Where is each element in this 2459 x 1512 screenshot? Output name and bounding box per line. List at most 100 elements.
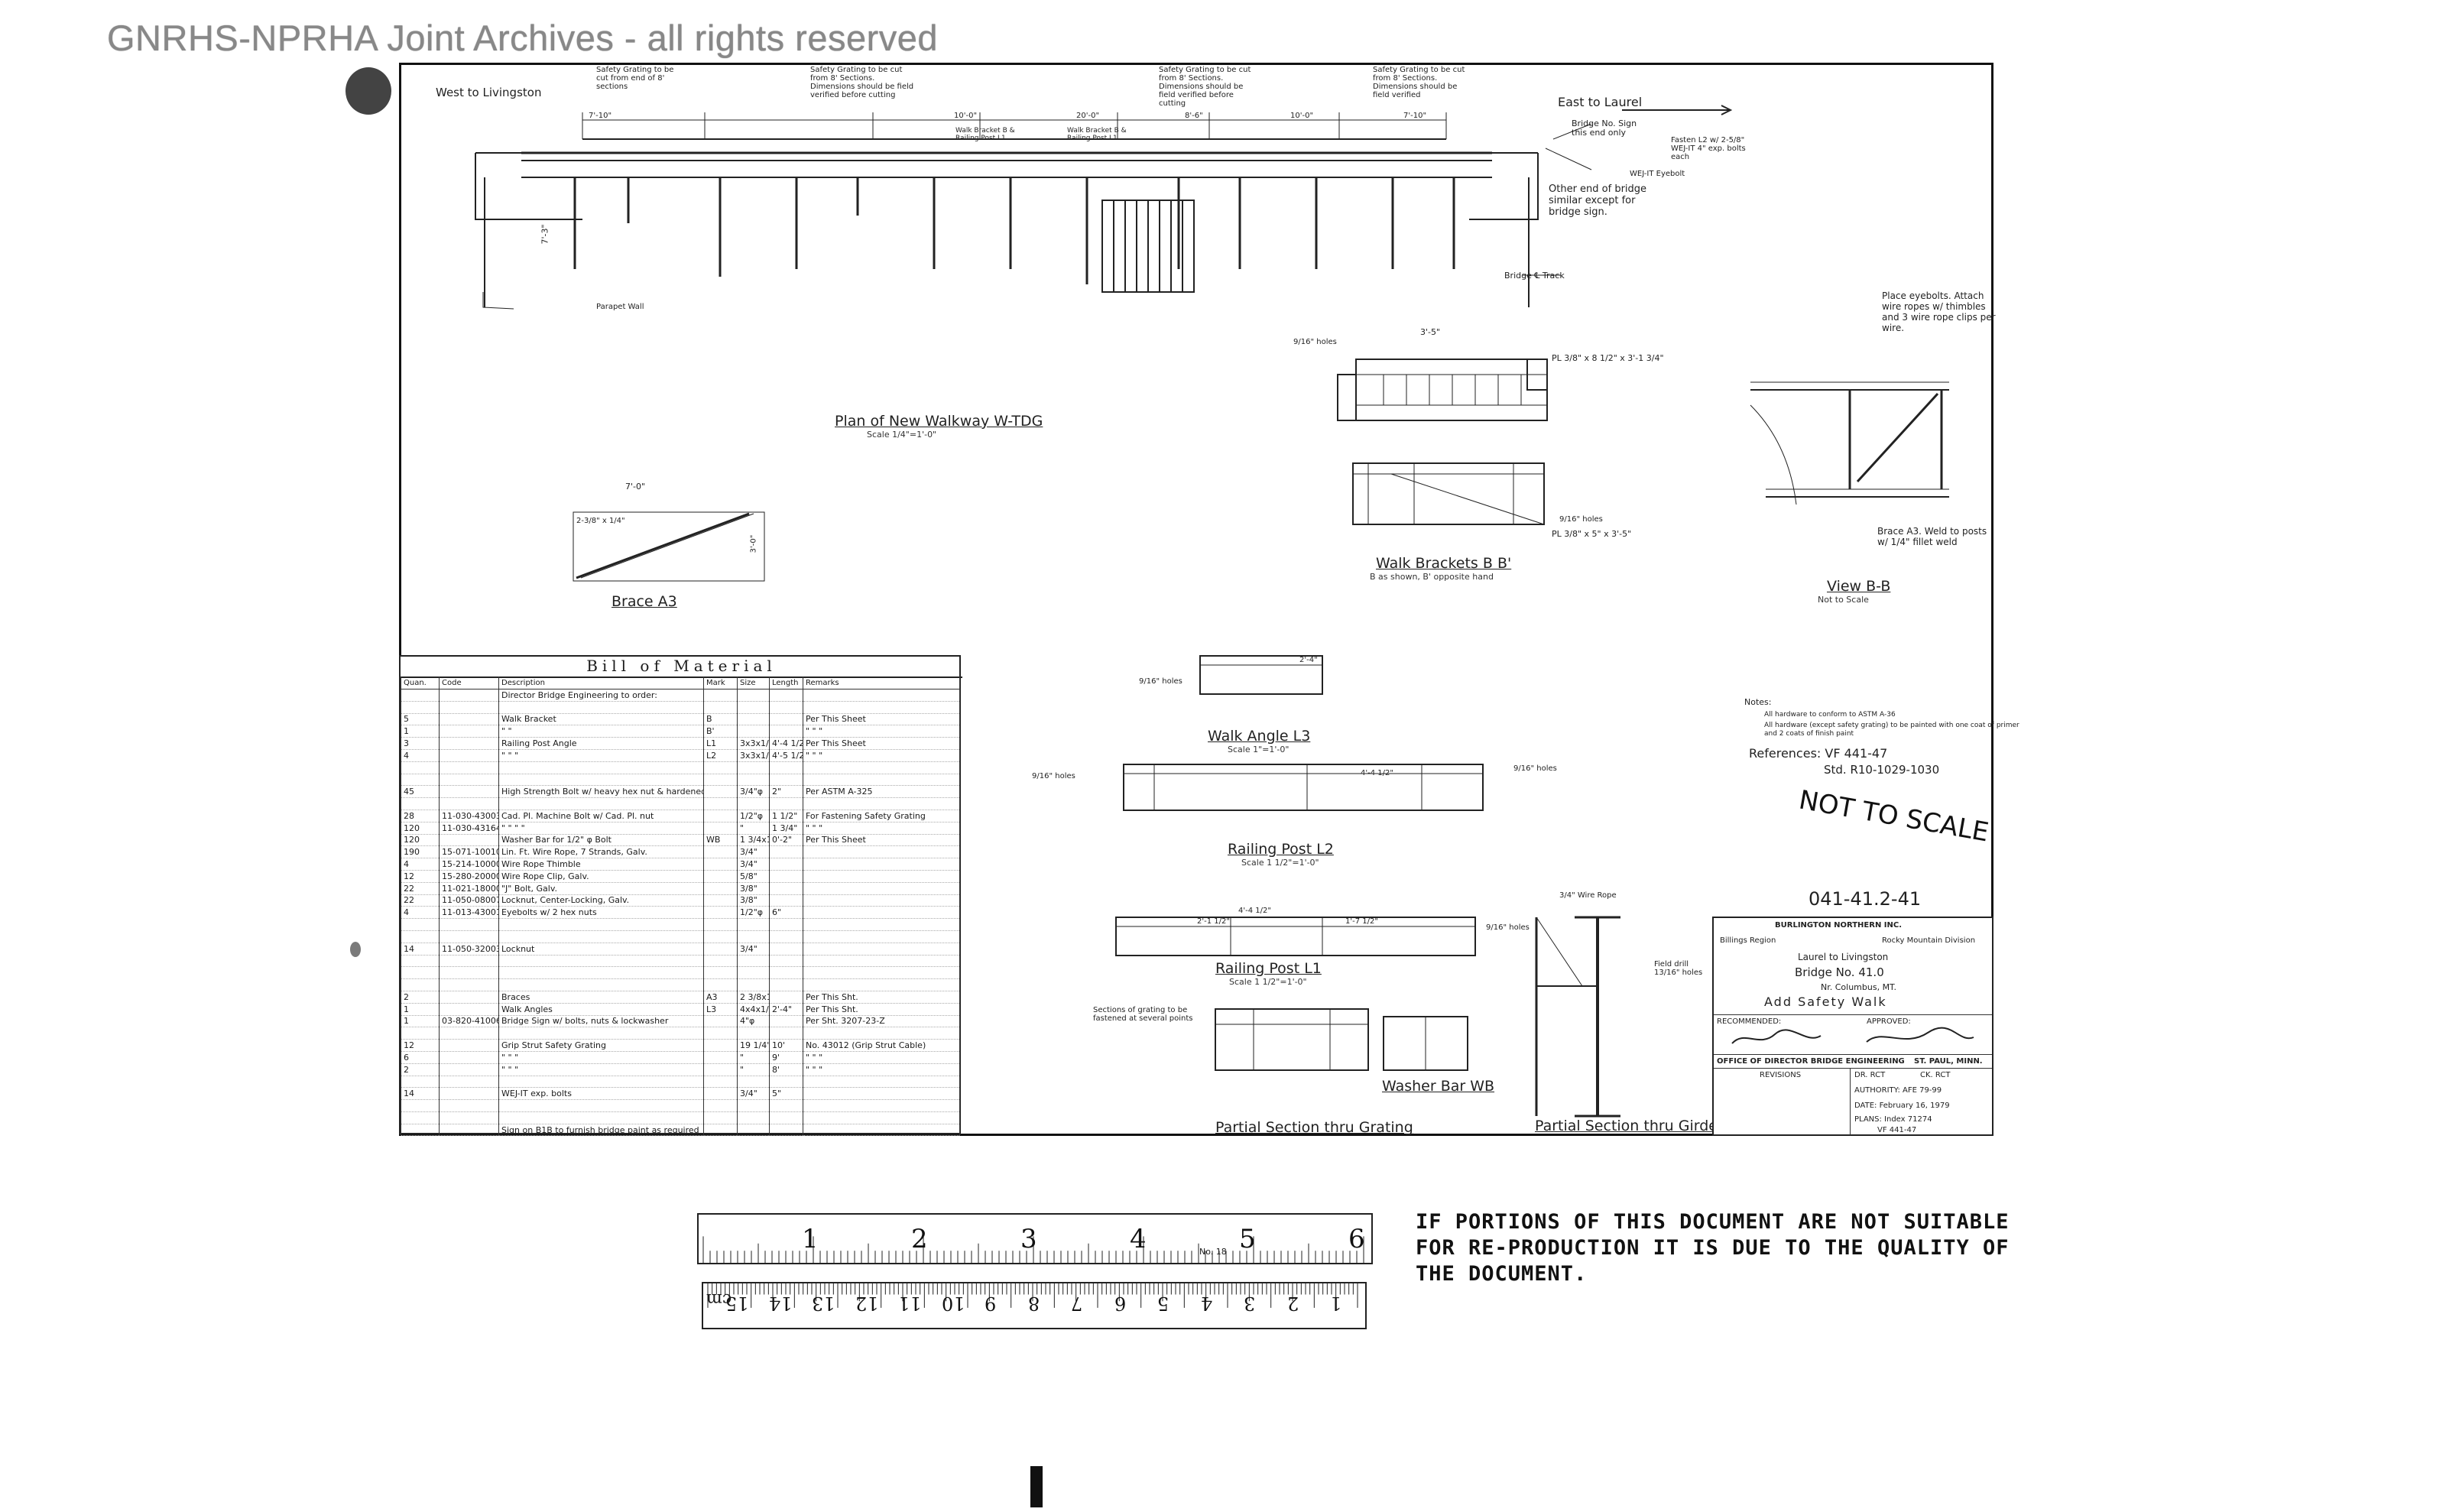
dim-label: 7'-10" [1403, 112, 1427, 120]
bom-cell [769, 930, 803, 943]
bom-cell [737, 689, 770, 702]
bom-cell: Locknut, Center-Locking, Galv. [498, 894, 704, 907]
title-block: BURLINGTON NORTHERN INC. Billings Region… [1712, 917, 1993, 1136]
bom-header-cell: Remarks [803, 677, 960, 689]
bom-cell: 1/2"φ [737, 906, 770, 920]
bom-cell: " [737, 822, 770, 835]
bracket-plate-2: PL 3/8" x 5" x 3'-5" [1552, 529, 1632, 539]
bom-cell [737, 1076, 770, 1089]
bom-cell: 15-280-20000 [439, 870, 499, 883]
grating-note-3: Safety Grating to be cut from 8' Section… [1159, 66, 1251, 108]
dim-label: 10'-0" [1290, 112, 1314, 120]
bom-cell: L1 [703, 737, 738, 750]
bom-cell: Eyebolts w/ 2 hex nuts [498, 906, 704, 920]
bom-cell: WB [703, 834, 738, 847]
bom-cell [439, 930, 499, 943]
bom-cell: 45 [401, 785, 440, 799]
bom-cell [803, 845, 960, 859]
bom-cell: 3/8" [737, 882, 770, 895]
scan-blot [345, 67, 391, 115]
view-bb-title: View B-B [1827, 578, 1891, 595]
bom-cell: B [703, 713, 738, 726]
bom-cell: Walk Bracket [498, 713, 704, 726]
bom-cell [769, 1111, 803, 1124]
bom-cell [439, 1087, 499, 1101]
bom-cell [703, 943, 738, 956]
references-note: References: VF 441-47 [1749, 746, 1888, 761]
bom-cell: Per This Sht. [803, 991, 960, 1004]
railing-post-l1-scale: Scale 1 1/2"=1'-0" [1229, 977, 1307, 987]
bom-cell: 4"φ [737, 1015, 770, 1028]
bom-cell [439, 1027, 499, 1040]
city-label: ST. PAUL, MINN. [1914, 1057, 1983, 1066]
dim-label: 10'-0" [954, 112, 978, 120]
bom-cell: " " " [803, 822, 960, 835]
bom-cell [703, 1124, 738, 1137]
ruler-number: 8 [1027, 1293, 1040, 1314]
bom-cell: 19 1/4" x 10" [737, 1039, 770, 1052]
route-label: Laurel to Livingston [1798, 952, 1889, 962]
bom-cell [439, 1051, 499, 1064]
view-bb-brace-note: Brace A3. Weld to posts w/ 1/4" fillet w… [1877, 526, 1987, 547]
bom-cell [401, 1099, 440, 1112]
bridge-number: Bridge No. 41.0 [1795, 965, 1884, 979]
table-row [401, 1076, 960, 1089]
bom-cell [498, 966, 704, 980]
bom-cell [769, 845, 803, 859]
west-direction-label: West to Livingston [436, 86, 542, 99]
table-row: 2" " ""8'" " " [401, 1063, 960, 1076]
drawing-sheet [399, 63, 1993, 1136]
bom-cell [703, 870, 738, 883]
bom-cell: 4'-5 1/2" [769, 749, 803, 762]
bom-cell: L3 [703, 1003, 738, 1016]
railing-post-l2-scale: Scale 1 1/2"=1'-0" [1241, 858, 1319, 868]
bom-cell [769, 725, 803, 738]
bom-cell [703, 894, 738, 907]
bom-cell [439, 1003, 499, 1016]
bom-cell [703, 797, 738, 810]
dim-label: 7'-10" [589, 112, 612, 120]
table-row [401, 1027, 960, 1040]
scan-blot [350, 942, 361, 957]
holes-label: 9/16" holes [1032, 772, 1075, 780]
washer-bar-title: Washer Bar WB [1382, 1078, 1495, 1095]
bom-cell [703, 774, 738, 787]
wire-rope-label: 3/4" Wire Rope [1559, 891, 1617, 900]
bom-cell [803, 906, 960, 920]
bom-cell: Bridge Sign w/ bolts, nuts & lockwasher [498, 1015, 704, 1028]
bom-cell: Director Bridge Engineering to order: [498, 689, 704, 702]
ruler-model: No. 18 [1199, 1247, 1227, 1257]
table-row [401, 955, 960, 968]
ruler-number: 3 [1244, 1293, 1256, 1314]
bom-cell [439, 1076, 499, 1089]
bom-cell [439, 918, 499, 931]
approved-label: APPROVED: [1867, 1017, 1911, 1026]
bom-cell [769, 1015, 803, 1028]
ruler-number: 14 [768, 1293, 793, 1314]
standard-reference: Std. R10-1029-1030 [1824, 763, 1940, 777]
railing-dim: 4'-4 1/2" [1361, 769, 1393, 777]
bom-cell [703, 1015, 738, 1028]
bom-cell [498, 774, 704, 787]
bom-cell: 2" [769, 785, 803, 799]
drawing-number: 041-41.2-41 [1809, 888, 1922, 910]
bom-cell [401, 797, 440, 810]
bom-cell: " " " " [498, 822, 704, 835]
bom-cell: 4 [401, 749, 440, 762]
bom-cell: 3 [401, 737, 440, 750]
bom-cell [803, 966, 960, 980]
recommended-label: RECOMMENDED: [1717, 1017, 1782, 1026]
bom-cell: " " [498, 725, 704, 738]
east-direction-label: East to Laurel [1558, 95, 1643, 109]
bom-cell [803, 1111, 960, 1124]
bom-cell [803, 930, 960, 943]
bom-cell [703, 1027, 738, 1040]
bom-cell [769, 918, 803, 931]
bom-cell: 14 [401, 943, 440, 956]
bom-cell: " " " [803, 749, 960, 762]
bom-cell [703, 978, 738, 991]
bom-cell [401, 966, 440, 980]
